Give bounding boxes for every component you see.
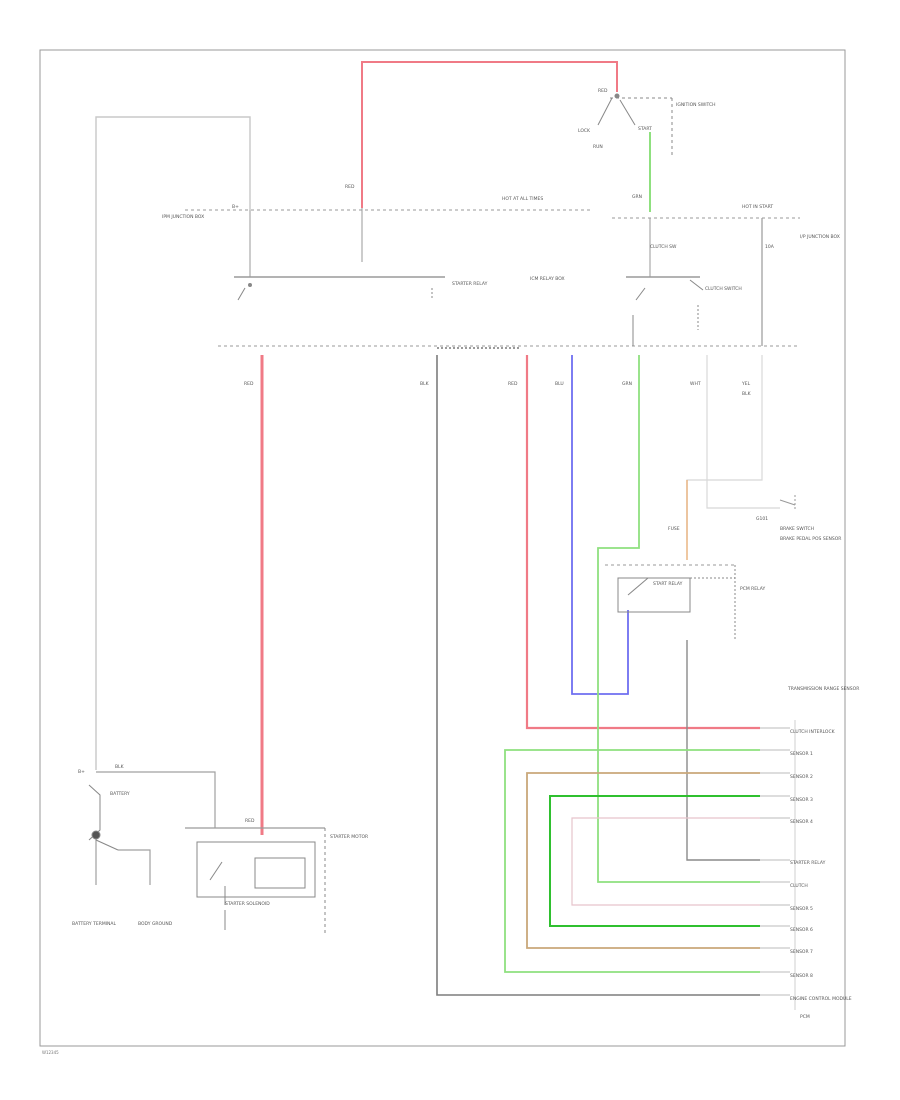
wire-gray-battery-a [96, 771, 216, 828]
label-ign-switch: IGNITION SWITCH [676, 102, 716, 108]
wire-gray-relay [686, 640, 760, 861]
wire-gray-left-feed [95, 116, 251, 770]
battery-symbol [88, 784, 119, 851]
label-junction-right: I/P JUNCTION BOX [800, 234, 840, 240]
label-brake-sw2: BRAKE PEDAL POS SENSOR [780, 536, 841, 542]
label-starter-motor: STARTER MOTOR [330, 834, 368, 840]
label-fuse-right: 10A [765, 244, 775, 250]
label-brake-sw: BRAKE SWITCH [780, 526, 814, 532]
label-pin4: SENSOR 4 [790, 819, 813, 825]
wire-gray-battery-c [118, 849, 151, 885]
label-starter-sol: STARTER SOLENOID [225, 901, 270, 907]
wire-layer [95, 61, 780, 996]
label-red-riser: RED [345, 184, 355, 190]
label-fuse-mid: FUSE [668, 526, 680, 532]
clutch-relay-symbol-right [632, 279, 704, 346]
label-fuse-left: B+ [232, 204, 239, 210]
label-pin11: ENGINE CONTROL MODULE [790, 996, 852, 1002]
label-layer: RED IGNITION SWITCH LOCK RUN START RED H… [42, 88, 859, 1055]
label-wire-wht: WHT [690, 381, 701, 387]
label-relay3-box: PCM RELAY [740, 586, 765, 592]
diagram-border [39, 49, 846, 1047]
wire-blue [571, 355, 629, 695]
wire-red-pcm [525, 355, 760, 730]
label-ign-lock: LOCK [578, 128, 591, 134]
wire-pink-sensor-4 [571, 817, 760, 906]
label-relay1: STARTER RELAY [452, 281, 488, 287]
wire-tan-sensor-2 [526, 772, 760, 949]
label-batt-ground: BODY GROUND [138, 921, 173, 927]
label-relay-center: ICM RELAY BOX [530, 276, 565, 282]
label-pin10: SENSOR 8 [790, 973, 813, 979]
label-batt-term: BATTERY TERMINAL [72, 921, 116, 927]
label-relay2: CLUTCH SW [650, 244, 677, 250]
label-green-top: GRN [632, 194, 642, 200]
label-battery-top: B+ [78, 769, 85, 775]
label-wire-blu: BLU [555, 381, 564, 387]
pcm-relay-symbol [617, 565, 736, 640]
label-wire-grn: GRN [622, 381, 632, 387]
wire-black-ground [436, 355, 760, 996]
bus-layer [185, 208, 800, 1010]
starter-relay-symbol-left [237, 283, 433, 301]
wire-green-sensor-3 [549, 795, 760, 927]
label-wire-blk2: BLK [742, 391, 752, 397]
label-ign-sw-top: RED [598, 88, 608, 94]
label-wire-red: RED [244, 381, 254, 387]
label-relay3: START RELAY [653, 581, 683, 587]
label-pin9: SENSOR 7 [790, 949, 813, 955]
label-pin2: SENSOR 2 [790, 774, 813, 780]
label-pin5: STARTER RELAY [790, 860, 826, 866]
wire-red-ignition-feed [361, 61, 618, 208]
label-pin7: SENSOR 5 [790, 906, 813, 912]
label-hot-in-start: HOT IN START [742, 204, 773, 210]
label-pin3: SENSOR 3 [790, 797, 813, 803]
label-starter-top: RED [245, 818, 255, 824]
label-wire-red2: RED [508, 381, 518, 387]
label-tcm1: CLUTCH INTERLOCK [790, 729, 836, 735]
label-transmission-pcm: TRANSMISSION RANGE SENSOR [787, 686, 859, 692]
label-battery-plus: BLK [115, 764, 125, 770]
connector-pin-stubs [760, 727, 790, 996]
label-pin6: CLUTCH [790, 883, 808, 889]
brake-switch-symbol [779, 495, 796, 510]
starter-solenoid-symbol [196, 828, 326, 935]
label-fusebox-left: IPM JUNCTION BOX [162, 214, 204, 220]
wire-lightgray-brake-1 [706, 355, 780, 509]
label-diagram-id: W12345 [42, 1050, 59, 1055]
label-ign-run: RUN [593, 144, 603, 150]
label-pin8: SENSOR 6 [790, 927, 813, 933]
label-wire-yel: YEL [741, 381, 751, 387]
label-pin1: SENSOR 1 [790, 751, 813, 757]
label-pcm-note: PCM [800, 1014, 810, 1020]
ignition-switch-symbol [597, 93, 673, 158]
label-ign-start: START [638, 126, 652, 132]
label-wire-blk: BLK [420, 381, 430, 387]
wire-green-clutch [597, 355, 760, 883]
label-battery: BATTERY [110, 791, 130, 797]
label-hot-at-start: HOT AT ALL TIMES [502, 196, 543, 202]
label-relay2-box: CLUTCH SWITCH [705, 286, 742, 292]
wire-green-sensor-1 [504, 749, 760, 973]
label-gnd: G101 [756, 516, 768, 522]
